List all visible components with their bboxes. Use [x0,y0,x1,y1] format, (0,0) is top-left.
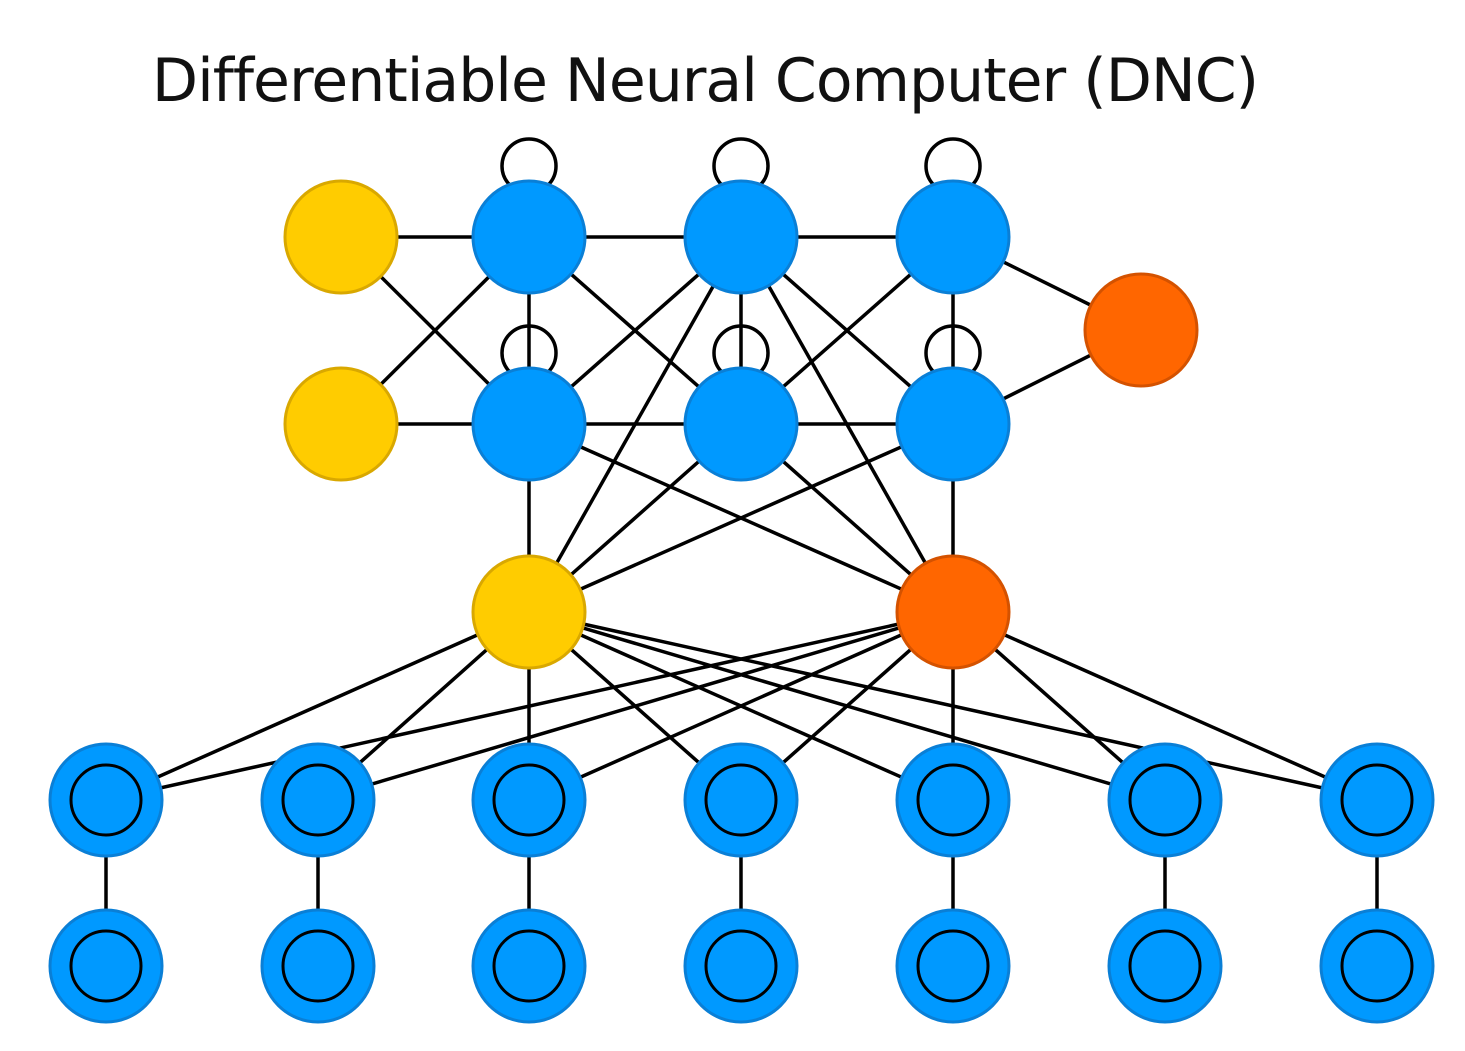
memory-cell-m1_0 [48,742,164,858]
edge-h12-read [527,236,743,613]
recurrent-cell-h21 [471,366,587,482]
memory-cell-m2_4 [895,908,1011,1024]
memory-cell-m2_3 [683,908,799,1024]
network-nodes [48,179,1435,1024]
memory-ring-m2_3 [704,929,778,1003]
input-cell-in1 [283,179,399,295]
edge-read-m1_4 [528,610,954,802]
diagram-title: Differentiable Neural Computer (DNC) [151,46,1259,116]
memory-cell-m1_5 [1107,742,1223,858]
memory-ring-m2_5 [1128,929,1202,1003]
memory-ring-m1_0 [69,763,143,837]
edge-write-m1_6 [952,610,1378,802]
edge-read-m1_0 [105,610,530,802]
recurrent-cell-h12 [683,179,799,295]
memory-cell-m1_1 [260,742,376,858]
recurrent-cell-h11 [471,179,587,295]
memory-cell-m2_6 [1319,908,1435,1024]
memory-ring-m1_3 [704,763,778,837]
memory-ring-m2_1 [281,929,355,1003]
edge-read-m1_6 [528,610,1378,802]
write-head-write [895,554,1011,670]
memory-ring-m2_6 [1340,929,1414,1003]
memory-cell-m1_3 [683,742,799,858]
recurrent-cell-h23 [895,366,1011,482]
edge-read-m1_5 [528,610,1166,802]
recurrent-cell-h22 [683,366,799,482]
input-cell-in2 [283,366,399,482]
memory-cell-m2_2 [471,908,587,1024]
memory-ring-m1_1 [281,763,355,837]
memory-cell-m1_6 [1319,742,1435,858]
recurrent-cell-h13 [895,179,1011,295]
memory-cell-m2_1 [260,908,376,1024]
memory-ring-m2_2 [492,929,566,1003]
output-cell-out [1083,272,1199,388]
memory-ring-m2_4 [916,929,990,1003]
memory-cell-m2_0 [48,908,164,1024]
memory-cell-m2_5 [1107,908,1223,1024]
memory-ring-m2_0 [69,929,143,1003]
read-head-read [471,554,587,670]
memory-cell-m1_2 [471,742,587,858]
memory-ring-m1_4 [916,763,990,837]
edge-h21-write [528,422,954,614]
memory-cell-m1_4 [895,742,1011,858]
memory-ring-m1_6 [1340,763,1414,837]
memory-ring-m1_5 [1128,763,1202,837]
edge-h12-write [739,236,955,613]
memory-ring-m1_2 [492,763,566,837]
